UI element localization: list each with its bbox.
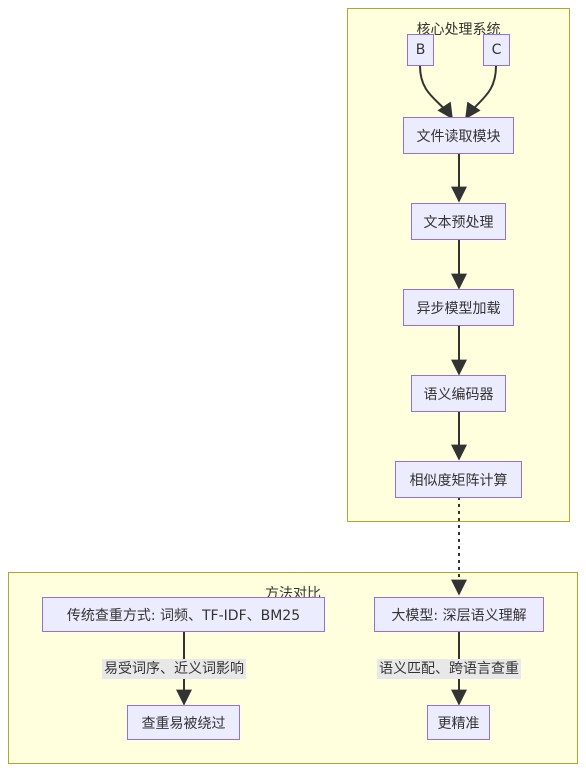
edge-c-to-file-read <box>465 65 497 120</box>
edge-label-semantic-match: 语义匹配、跨语言查重 <box>377 659 521 679</box>
node-semantic-encoder[interactable]: 语义编码器 <box>411 375 506 412</box>
node-async-model-load[interactable]: 异步模型加载 <box>403 289 514 326</box>
node-similarity-matrix[interactable]: 相似度矩阵计算 <box>395 461 522 498</box>
node-text-preprocess[interactable]: 文本预处理 <box>411 203 506 240</box>
node-c[interactable]: C <box>483 34 510 66</box>
edge-label-word-order: 易受词序、近义词影响 <box>102 659 246 679</box>
node-llm-semantic[interactable]: 大模型: 深层语义理解 <box>374 597 544 632</box>
edge-b-to-file-read <box>419 65 453 120</box>
cluster-title-core: 核心处理系统 <box>416 22 501 38</box>
node-file-read-module[interactable]: 文件读取模块 <box>403 117 514 154</box>
node-b[interactable]: B <box>407 34 434 66</box>
node-more-accurate[interactable]: 更精准 <box>427 705 490 740</box>
node-easily-bypassed[interactable]: 查重易被绕过 <box>127 705 240 740</box>
node-traditional-method[interactable]: 传统查重方式: 词频、TF-IDF、BM25 <box>42 597 325 632</box>
